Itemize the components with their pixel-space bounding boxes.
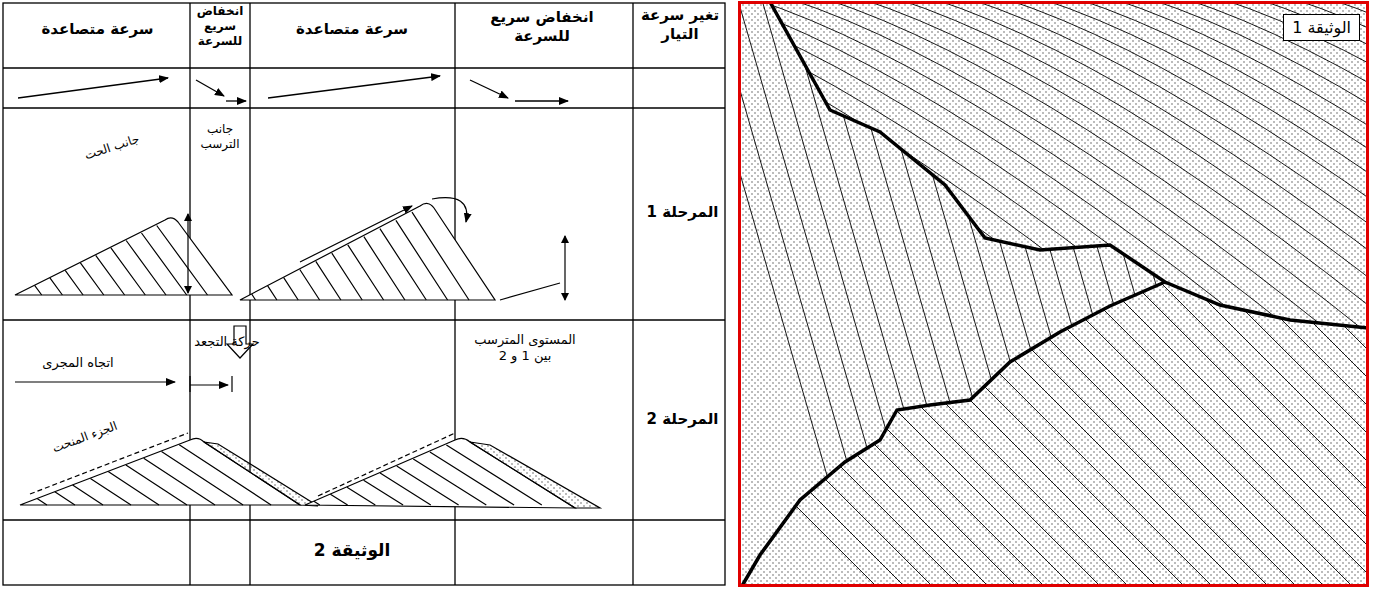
foreset-line xyxy=(882,2,1052,586)
foreset-line xyxy=(739,2,1088,340)
foreset-line xyxy=(1336,2,1368,340)
foreset-line xyxy=(1064,270,1368,586)
cross-bedding-figure xyxy=(739,2,1368,586)
foreset-line xyxy=(739,270,974,586)
foreset-line xyxy=(784,270,1114,586)
foreset-line xyxy=(906,2,1076,586)
table-header-cell: انخفاض سريع للسرعة xyxy=(192,4,248,49)
foreset-line xyxy=(1008,270,1338,586)
row-label: المرحلة 2 xyxy=(640,410,725,429)
foreset-lines xyxy=(739,2,1368,586)
foreset-line xyxy=(980,270,1310,586)
document-tag: الوثيقة 1 xyxy=(1283,14,1360,41)
foreset-line xyxy=(1156,2,1368,340)
foreset-line xyxy=(954,2,1124,586)
foreset-line xyxy=(1002,2,1172,586)
foreset-line xyxy=(976,2,1368,340)
annotation-label: حركة التجعد xyxy=(192,334,262,350)
table-header-cell: سرعة متصاعدة xyxy=(262,20,442,39)
foreset-line xyxy=(1232,270,1368,586)
foreset-line xyxy=(739,2,1196,340)
figure-caption: الوثيقة 2 xyxy=(262,540,442,561)
foreset-line xyxy=(868,270,1198,586)
lamination-lines xyxy=(37,445,542,505)
foreset-line xyxy=(834,2,1004,586)
foreset-line xyxy=(1074,2,1244,586)
foreset-lines xyxy=(739,2,1368,340)
foreset-line xyxy=(739,2,944,340)
stage2-ripples xyxy=(15,376,600,508)
foreset-line xyxy=(739,2,908,340)
foreset-line xyxy=(1048,2,1368,340)
foreset-line xyxy=(1242,2,1368,586)
foreset-line xyxy=(1122,2,1292,586)
annotation-label: الجزء المنحت xyxy=(35,413,134,461)
foreset-line xyxy=(1092,270,1368,586)
foreset-line xyxy=(858,2,1028,586)
annotation-label: المستوى المترسب بين 1 و 2 xyxy=(470,332,580,365)
foreset-line xyxy=(1120,270,1368,586)
foreset-line xyxy=(840,270,1170,586)
foreset-line xyxy=(1344,270,1368,586)
foreset-line xyxy=(1120,2,1368,340)
foreset-line xyxy=(739,2,1232,340)
foreset-line xyxy=(1084,2,1368,340)
foreset-line xyxy=(810,2,980,586)
foreset-line xyxy=(1192,2,1368,340)
foreset-line xyxy=(930,2,1100,586)
foreset-line xyxy=(1228,2,1368,340)
row-label: المرحلة 1 xyxy=(640,203,725,222)
annotation-label: جانب الحت xyxy=(62,125,162,170)
table-header-cell: انخفاض سريع للسرعة xyxy=(462,8,622,46)
foreset-line xyxy=(739,270,1030,586)
foreset-line xyxy=(1290,2,1368,586)
foreset-line xyxy=(1026,2,1196,586)
foreset-line xyxy=(739,2,1304,340)
foreset-line xyxy=(796,2,1368,340)
stage1-ripples xyxy=(15,198,565,300)
foreset-line xyxy=(760,2,1340,340)
foreset-line xyxy=(1012,2,1368,340)
foreset-line xyxy=(1264,2,1368,340)
foreset-line xyxy=(1314,2,1368,586)
foreset-line xyxy=(756,270,1086,586)
foreset-line xyxy=(1148,270,1368,586)
foreset-line xyxy=(739,2,1016,340)
foreset-line xyxy=(739,270,918,586)
lamination-lines xyxy=(35,212,469,300)
foreset-line xyxy=(1288,270,1368,586)
foreset-line xyxy=(739,2,1268,340)
foreset-line xyxy=(978,2,1148,586)
panel-border xyxy=(740,3,1368,586)
foreset-line xyxy=(812,270,1142,586)
document-tag-text: الوثيقة 1 xyxy=(1292,18,1351,37)
table-header-cell: تغير سرعة التيار xyxy=(640,6,720,44)
foreset-line xyxy=(1098,2,1268,586)
foreset-line xyxy=(739,270,890,586)
foreset-line xyxy=(940,2,1368,340)
foreset-line xyxy=(1266,2,1368,586)
foreset-line xyxy=(762,2,932,586)
foreset-line xyxy=(1194,2,1364,586)
annotation-label: جانب الترسب xyxy=(194,122,246,152)
table-header-cell: سرعة متصاعدة xyxy=(15,20,180,39)
table-grid xyxy=(3,3,725,585)
annotation-label: اتجاه المجرى xyxy=(18,355,138,371)
foreset-line xyxy=(786,2,956,586)
foreset-line xyxy=(1300,2,1368,340)
foreset-line xyxy=(739,270,1002,586)
foreset-line xyxy=(739,270,1058,586)
foreset-line xyxy=(1338,2,1368,586)
foreset-line xyxy=(896,270,1226,586)
speed-arrows xyxy=(18,76,568,101)
foreset-line xyxy=(952,270,1282,586)
foreset-line xyxy=(904,2,1368,340)
foreset-line xyxy=(1316,270,1368,586)
foreset-line xyxy=(832,2,1368,340)
foreset-line xyxy=(739,2,908,586)
